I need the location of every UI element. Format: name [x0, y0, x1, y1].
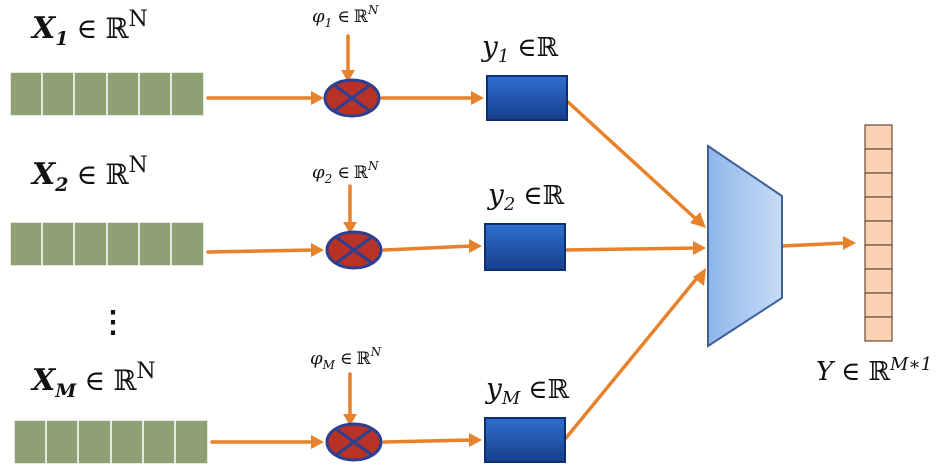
input-vector-1 — [9, 71, 205, 117]
y-label-m: yM∈ℝ — [484, 372, 570, 409]
y-box-1 — [486, 75, 568, 121]
y-box-2 — [484, 223, 566, 271]
ellipsis: ⋮ — [98, 305, 128, 340]
arrow-multm-to-ym — [382, 438, 474, 444]
input-vector-2 — [9, 221, 205, 267]
arrow-input2-to-mult2 — [206, 248, 316, 254]
output-vector — [864, 124, 893, 342]
output-label: Y∈ℝM∗1 — [816, 354, 932, 387]
input-label-m: XM∈ℝN — [30, 359, 156, 402]
phi-label-2: φ2∈ℝN — [312, 159, 379, 186]
multiplier-2 — [325, 230, 383, 270]
input-vector-m — [13, 419, 209, 465]
arrow-combiner-to-output — [780, 241, 848, 248]
x-in-circle-icon — [335, 427, 373, 457]
multiplier-m — [325, 422, 383, 462]
trapezoid-multiplexer-icon — [707, 144, 783, 348]
arrow-ym-to-combiner — [564, 276, 699, 440]
y-label-2: y2∈ℝ — [486, 178, 565, 215]
input-label-2: X2∈ℝN — [30, 153, 148, 196]
phi-label-m: φM∈ℝN — [310, 345, 382, 372]
arrow-mult2-to-y2 — [382, 244, 474, 252]
y-box-m — [484, 417, 566, 463]
input-label-1: X1∈ℝN — [30, 7, 148, 50]
arrow-y2-to-combiner — [564, 246, 698, 252]
arrow-y1-to-combiner — [566, 100, 699, 222]
x-in-circle-icon — [335, 235, 373, 265]
multiplier-1 — [323, 78, 381, 118]
x-in-circle-icon — [333, 83, 371, 113]
y-label-1: y1∈ℝ — [480, 30, 559, 67]
phi-label-1: φ1∈ℝN — [312, 3, 379, 30]
